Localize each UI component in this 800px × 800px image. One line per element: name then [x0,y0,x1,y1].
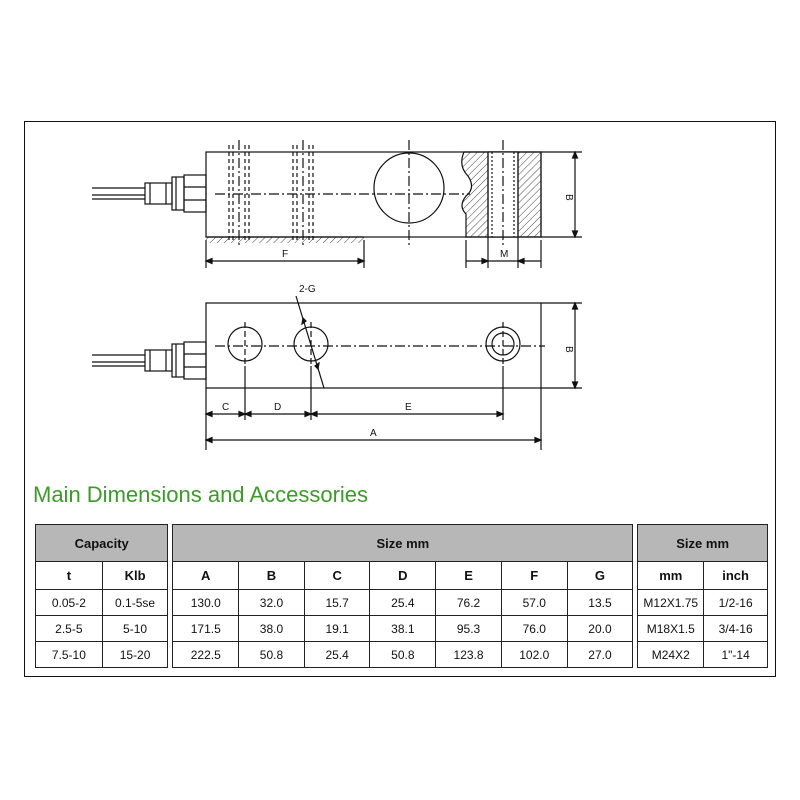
dim-label-c: C [222,402,229,413]
col-f: F [500,561,568,590]
cell: 57.0 [500,589,568,616]
side-cable [92,174,207,213]
cell: 27.0 [566,641,634,668]
table-row: 2.5-5 5-10 171.5 38.0 19.1 38.1 95.3 76.… [35,615,768,642]
cell: M18X1.5 [637,615,705,642]
dim-label-b-side: B [563,194,574,201]
cell: 2.5-5 [35,615,103,642]
cell: 123.8 [435,641,502,668]
col-b: B [238,561,305,590]
col-klb: Klb [101,561,169,590]
header-size-mm: Size mm [172,524,634,562]
cell: 19.1 [303,615,371,642]
cell: 1"-14 [703,641,768,668]
cell: 5-10 [101,615,169,642]
cell: 32.0 [238,589,305,616]
col-mm: mm [637,561,705,590]
col-t: t [35,561,103,590]
col-e: E [435,561,502,590]
side-gauge-circle [373,152,445,224]
column-header-row: t Klb A B C D E F G mm inch [35,561,768,590]
cell: 76.2 [435,589,502,616]
cell: 1/2-16 [703,589,768,616]
header-thread-size: Size mm [637,524,768,562]
ground-hatch [206,237,364,243]
hole-leader [295,295,325,389]
col-c: C [303,561,371,590]
side-bolt-holes [228,145,314,242]
dim-label-e: E [405,402,412,413]
cell: 130.0 [172,589,240,616]
dim-label-d: D [274,402,281,413]
col-a: A [172,561,240,590]
cell: 25.4 [369,589,437,616]
top-view [92,295,582,450]
table-row: 0.05-2 0.1-5se 130.0 32.0 15.7 25.4 76.2… [35,589,768,616]
col-g: G [566,561,634,590]
cell: M12X1.75 [637,589,705,616]
section-title: Main Dimensions and Accessories [33,482,369,507]
cell: 20.0 [566,615,634,642]
technical-drawing: F M B [92,140,582,450]
cell: 3/4-16 [703,615,768,642]
cell: M24X2 [637,641,705,668]
cell: 15-20 [101,641,169,668]
hole-label-2g: 2-G [299,284,316,295]
table-row: 7.5-10 15-20 222.5 50.8 25.4 50.8 123.8 … [35,641,768,668]
cell: 76.0 [500,615,568,642]
cell: 50.8 [238,641,305,668]
cell: 50.8 [369,641,437,668]
cell: 13.5 [566,589,634,616]
cell: 15.7 [303,589,371,616]
side-view [92,140,582,268]
cell: 0.1-5se [101,589,169,616]
cell: 222.5 [172,641,240,668]
cell: 95.3 [435,615,502,642]
top-cable [92,341,207,380]
cell: 38.0 [238,615,305,642]
cell: 171.5 [172,615,240,642]
cell: 7.5-10 [35,641,103,668]
dim-label-b-top: B [563,346,574,353]
dimensions-table: Capacity Size mm Size mm t Klb A B C D E… [34,524,768,668]
col-inch: inch [703,561,768,590]
cell: 102.0 [500,641,568,668]
cell: 0.05-2 [35,589,103,616]
dim-label-m: M [500,249,508,260]
cell: 25.4 [303,641,371,668]
col-d: D [369,561,437,590]
dim-label-a: A [370,428,377,439]
dim-label-f: F [282,249,288,260]
header-capacity: Capacity [34,524,169,562]
cell: 38.1 [369,615,437,642]
